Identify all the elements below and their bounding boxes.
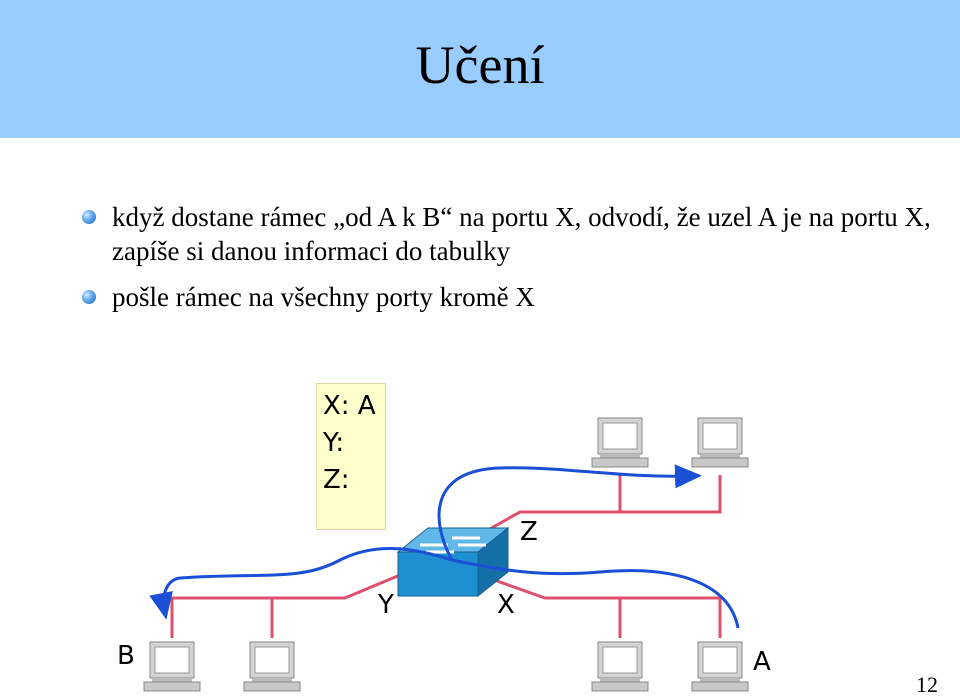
computer-icon [591,417,649,468]
slide-title: Učení [415,35,545,95]
flow-incoming-a [451,558,740,629]
port-label-y: Y [378,590,394,620]
flow-to-top [437,464,702,561]
bullet-text: když dostane rámec „od A k B“ na portu X… [112,202,931,266]
bullet-icon [82,290,96,304]
cables [170,475,722,638]
bullet-item: pošle rámec na všechny porty kromě X [82,280,942,314]
bullet-list: když dostane rámec „od A k B“ na portu X… [82,200,942,326]
computer-a-icon [691,641,749,692]
frame-flow [149,464,740,629]
bullet-item: když dostane rámec „od A k B“ na portu X… [82,200,942,268]
left-bus-cable [170,573,401,638]
table-row: X: A [323,391,376,421]
computer-icon [243,641,301,692]
title-bar [0,0,960,138]
page-number: 12 [916,672,938,697]
node-label-b: B [117,641,135,671]
switch-icon [396,526,510,598]
mac-address-table: X: A Y: Z: [316,383,386,530]
table-row: Y: [323,428,345,458]
bullet-text: pošle rámec na všechny porty kromě X [112,282,535,312]
computer-b-icon [143,641,201,692]
table-row: Z: [323,465,350,495]
port-label-z: Z [520,517,538,547]
computer-icon [691,417,749,468]
node-label-a: A [753,647,771,677]
computer-icon [591,641,649,692]
right-bus-cable [479,573,722,638]
bullet-icon [82,210,96,224]
flow-to-left [149,547,453,620]
port-label-x: X [497,590,515,620]
